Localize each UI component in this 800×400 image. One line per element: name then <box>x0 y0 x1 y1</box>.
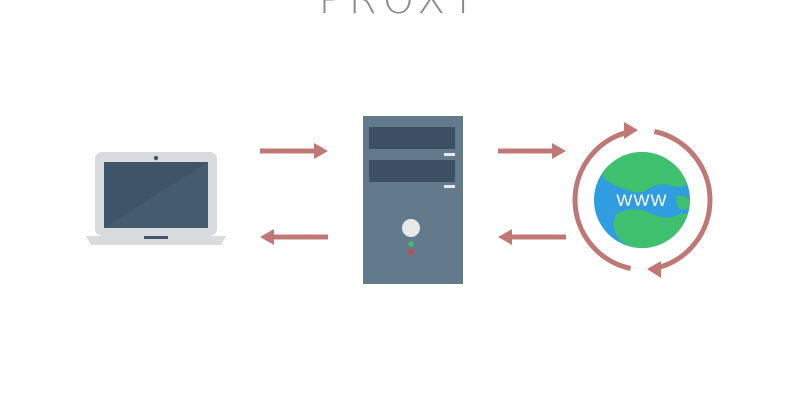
laptop-camera <box>153 155 159 161</box>
laptop-base <box>86 236 226 245</box>
server-led-green <box>408 241 414 247</box>
proxy-server-icon <box>363 116 463 284</box>
refresh-arrows-icon <box>572 122 713 278</box>
server-power-button <box>402 219 420 237</box>
arrow-laptop-to-server <box>260 143 328 159</box>
refresh-arrowhead-bottom <box>647 261 661 278</box>
server-drive-bay-1 <box>369 127 455 149</box>
world-wide-web-icon: WWW <box>572 122 713 278</box>
refresh-arrowhead-top <box>624 122 638 139</box>
arrow-web-to-server <box>498 229 566 245</box>
laptop-icon <box>86 152 226 245</box>
arrow-server-to-web <box>498 143 566 159</box>
laptop-trackpad-notch <box>144 236 168 239</box>
server-drive-bay-2 <box>369 160 455 182</box>
server-drive-slot-1 <box>444 153 455 156</box>
arrow-server-to-laptop <box>260 229 328 245</box>
server-led-red <box>408 249 414 255</box>
globe-label: WWW <box>616 191 667 210</box>
laptop-screen-shade <box>104 162 208 228</box>
diagram-title: PROXY <box>318 0 482 23</box>
server-drive-slot-2 <box>444 185 455 188</box>
